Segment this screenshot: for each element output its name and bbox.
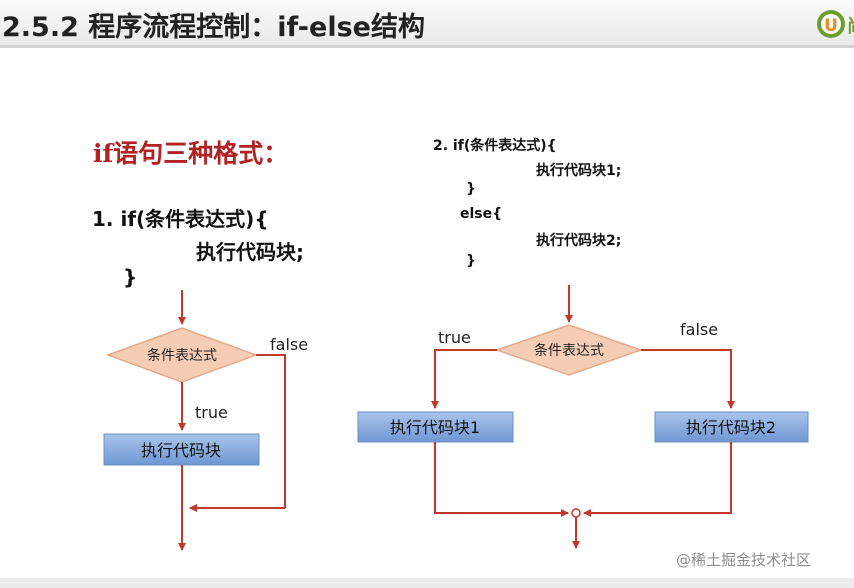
flow2-false-arrow [641, 349, 735, 409]
flow2-merge-node [571, 508, 581, 518]
brand-logo-icon: U 尚 [817, 10, 854, 38]
format2-line6: } [466, 253, 476, 269]
page-title: 2.5.2 程序流程控制：if-else结构 [2, 12, 425, 43]
format2-line3: } [466, 181, 476, 197]
flow1-condition-label: 条件表达式 [147, 347, 217, 364]
logo-inner-circle [821, 14, 841, 34]
flow1-true-label: true [195, 403, 228, 422]
flow2-true-label: true [438, 328, 471, 347]
flowchart-2: 条件表达式 true false 执行代码块1 执行代码块2 [357, 285, 809, 549]
flowchart-1: 条件表达式 true 执行代码块 false [103, 290, 308, 551]
footer-band [0, 578, 854, 588]
flow2-block1-label: 执行代码块1 [390, 418, 480, 437]
format2-line4: else{ [460, 206, 503, 222]
flow2-block1 [357, 411, 514, 443]
format1-line3: } [123, 265, 138, 289]
logo-side-char: 尚 [847, 15, 854, 37]
logo-letter: U [824, 16, 838, 36]
flow2-true-arrow [431, 349, 497, 409]
flow2-right-merge-arrow [583, 442, 732, 517]
header-bar [0, 0, 854, 46]
format2-line5: 执行代码块2; [536, 233, 622, 249]
flow1-false-label: false [270, 335, 308, 354]
format2-line1: 2. if(条件表达式){ [433, 138, 557, 154]
flow2-left-merge-arrow [434, 442, 569, 517]
format2-line2: 执行代码块1; [536, 163, 622, 179]
flow2-false-label: false [680, 320, 718, 339]
format1-line1: 1. if(条件表达式){ [92, 207, 269, 231]
flow1-false-line [256, 354, 286, 508]
header-divider [0, 45, 854, 48]
flow1-block [103, 433, 260, 466]
flow2-block2 [654, 411, 809, 443]
flow1-block-label: 执行代码块 [141, 441, 221, 460]
watermark: @稀土掘金技术社区 [676, 551, 812, 569]
flow2-block2-label: 执行代码块2 [686, 418, 776, 437]
subtitle: if语句三种格式： [93, 139, 289, 168]
format1-line2: 执行代码块; [196, 240, 304, 264]
flow2-condition-label: 条件表达式 [534, 342, 604, 359]
